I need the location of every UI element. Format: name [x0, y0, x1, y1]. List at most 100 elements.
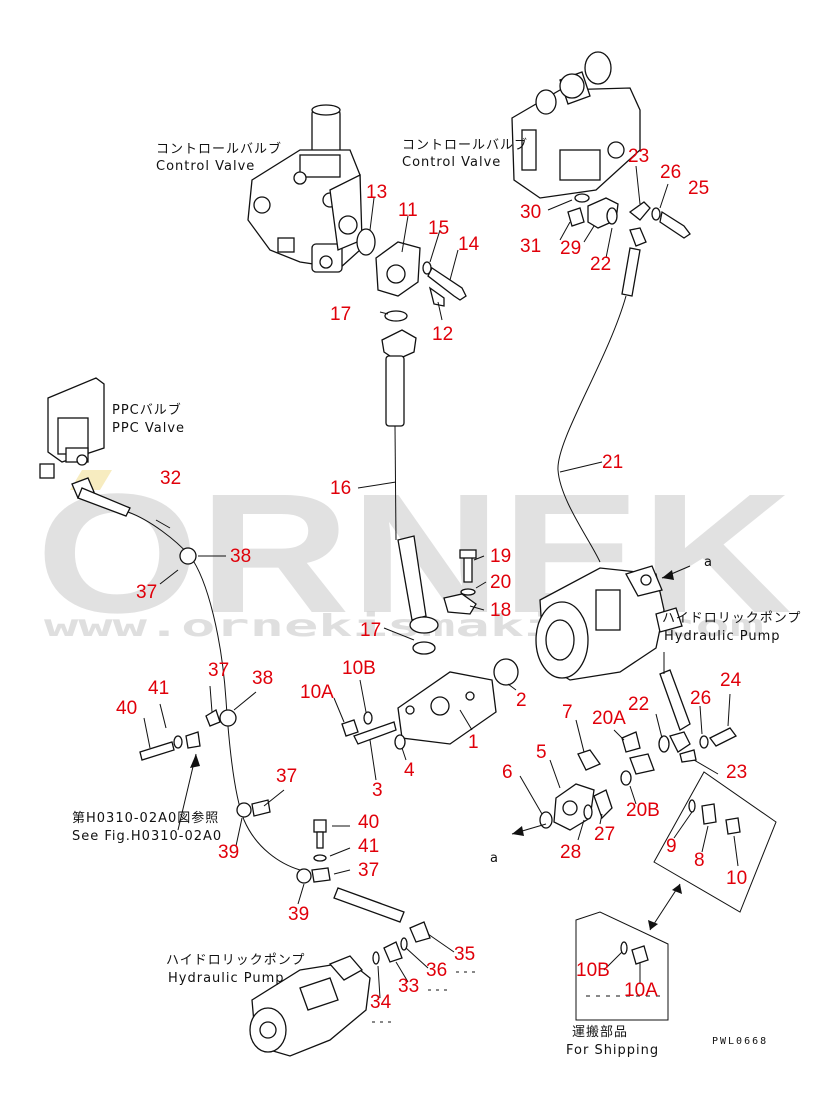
- callout-27: 27: [594, 824, 615, 845]
- clamp-39-top: [236, 802, 252, 818]
- split-flange-23-top: [628, 201, 651, 221]
- hydraulic-pump-main-drawing: [535, 565, 683, 681]
- view-arrow-a-top: a: [661, 555, 713, 580]
- callout-numbers: 13 11 15 14 17 12 23 26 25 30 31 29 22 2…: [116, 146, 747, 1013]
- view-arrow-a-bottom-label: a: [490, 851, 499, 866]
- callout-36: 36: [426, 960, 447, 981]
- callout-17-mid: 17: [360, 620, 381, 641]
- callout-11: 11: [398, 200, 418, 221]
- o-ring-22-top: [606, 207, 618, 225]
- callout-10a-mid: 10A: [300, 682, 334, 703]
- washer-26-top: [651, 207, 661, 221]
- shipping-box: [575, 911, 669, 1021]
- clamp-37-mid: [205, 709, 221, 727]
- fitting-7: [577, 749, 601, 771]
- callout-10a-ship: 10A: [624, 980, 658, 1001]
- control-valve-left-label: コントロールバルブ Control Valve: [156, 141, 282, 174]
- hose-21: [557, 227, 647, 563]
- callout-8: 8: [694, 850, 705, 871]
- callout-26-mid: 26: [690, 688, 711, 709]
- o-ring-13: [356, 228, 376, 256]
- callout-15: 15: [428, 218, 449, 239]
- callout-34: 34: [370, 992, 392, 1013]
- view-arrow-a-bottom: a: [490, 823, 547, 866]
- figure-reference-jp: 第H0310-02A0図参照: [72, 810, 219, 826]
- callout-23-top: 23: [628, 146, 649, 167]
- fitting-27: [593, 789, 613, 820]
- clamp-38-mid: [219, 709, 237, 727]
- washer-15: [422, 261, 432, 275]
- split-flange-18: [443, 593, 477, 615]
- hydraulic-pump-main-label-en: Hydraulic Pump: [664, 629, 781, 644]
- detail-box: [653, 771, 777, 913]
- view-arrow-a-top-label: a: [704, 555, 713, 570]
- callout-39-top: 39: [218, 842, 239, 863]
- o-ring-17-mid: [412, 641, 436, 655]
- split-flange-23-mid: [679, 749, 697, 763]
- plug-10a: [341, 719, 359, 737]
- o-ring-28: [583, 804, 593, 820]
- shipping-label: 運搬部品 For Shipping: [566, 1025, 658, 1058]
- leader-lines: [143, 165, 739, 999]
- hydraulic-pump-main-label-jp: ハイドロリックポンプ: [662, 611, 801, 626]
- callout-10: 10: [726, 868, 747, 889]
- callout-25: 25: [688, 178, 709, 199]
- o-ring-17-top: [384, 310, 408, 322]
- elbow-fitting: [629, 753, 655, 775]
- control-valve-left-drawing: [247, 104, 363, 273]
- clamp-39-low: [296, 868, 312, 884]
- shipping-label-jp: 運搬部品: [572, 1025, 628, 1040]
- ppc-valve-label: PPCバルブ PPC Valve: [112, 402, 185, 436]
- clamp-37-low: [251, 799, 271, 817]
- o-ring-2: [493, 658, 519, 686]
- callout-28: 28: [560, 842, 581, 863]
- bolt-12: [428, 286, 445, 307]
- fitting-33: [383, 941, 403, 963]
- callout-4: 4: [404, 760, 415, 781]
- bolt-25: [659, 210, 691, 239]
- bolt-14: [427, 267, 467, 301]
- washer-4: [394, 734, 406, 750]
- callout-35: 35: [454, 944, 475, 965]
- washer-41-left: [173, 735, 183, 749]
- o-ring-20a: [621, 731, 641, 753]
- control-valve-right-drawing: [511, 51, 641, 199]
- callout-16: 16: [330, 478, 351, 499]
- hydraulic-pump-main-label: ハイドロリックポンプ Hydraulic Pump: [662, 611, 801, 644]
- hose-16: [381, 329, 439, 634]
- hose-24-fitting: [659, 669, 691, 731]
- ppc-valve-drawing: [39, 377, 105, 499]
- o-ring-6: [539, 811, 553, 829]
- drawing-code: PWL0668: [712, 1036, 768, 1047]
- callout-32: 32: [160, 468, 181, 489]
- block-1: [397, 671, 497, 745]
- o-ring-20b: [620, 770, 632, 786]
- ppc-valve-label-en: PPC Valve: [112, 421, 185, 436]
- figure-reference: 第H0310-02A0図参照 See Fig.H0310-02A0: [72, 753, 221, 844]
- callout-12: 12: [432, 324, 453, 345]
- hydraulic-pump-bottom-label-en: Hydraulic Pump: [168, 971, 285, 986]
- hydraulic-pump-bottom-drawing: [249, 955, 371, 1057]
- callout-38-mid: 38: [252, 668, 273, 689]
- bolt-24: [709, 727, 737, 747]
- flange-mid: [669, 731, 691, 753]
- callout-39-low: 39: [288, 904, 309, 925]
- clamp-38-top: [179, 547, 197, 565]
- callout-29: 29: [560, 238, 581, 259]
- callout-7: 7: [562, 702, 573, 723]
- callout-6: 6: [502, 762, 513, 783]
- callout-26-top: 26: [660, 162, 681, 183]
- callout-20a: 20A: [592, 708, 626, 729]
- bolt-40-center: [313, 819, 327, 833]
- callout-3: 3: [372, 780, 383, 801]
- callout-22-top: 22: [590, 254, 611, 275]
- callout-13: 13: [366, 182, 387, 203]
- callout-41-left: 41: [148, 678, 169, 699]
- control-valve-right-label-en: Control Valve: [402, 155, 501, 170]
- o-ring-22-mid: [658, 735, 670, 753]
- control-valve-left-label-jp: コントロールバルブ: [156, 141, 282, 157]
- fitting-35: [409, 921, 431, 943]
- o-ring-10b: [363, 711, 373, 725]
